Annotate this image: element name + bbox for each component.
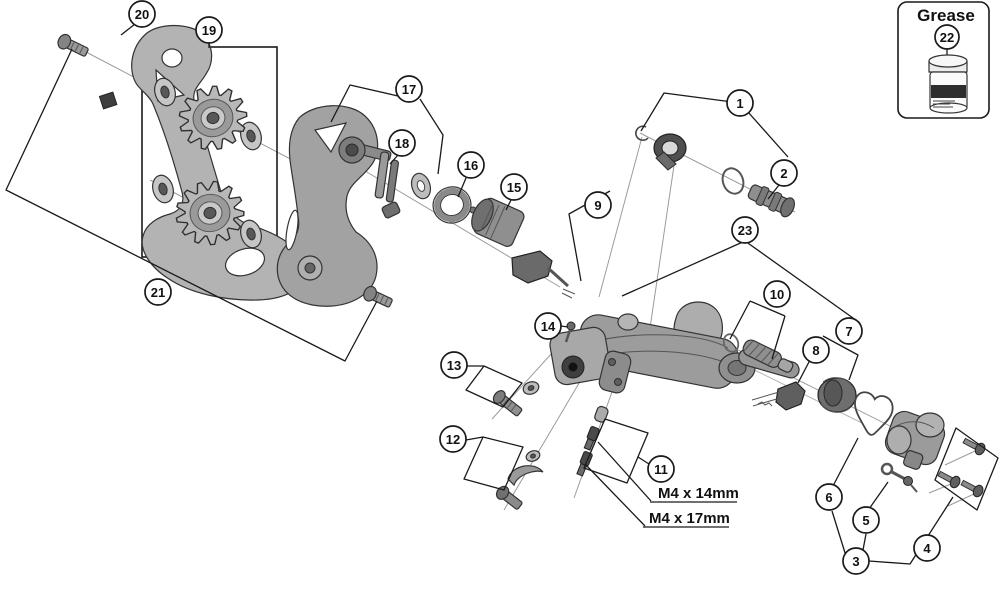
- cage-spring: [374, 151, 401, 219]
- m4x17-label: M4 x 17mm: [649, 510, 730, 527]
- outer-plate: [276, 105, 392, 307]
- cap-screws: [937, 437, 986, 498]
- grease-box: Grease: [897, 1, 990, 119]
- callout-number: 23: [738, 223, 752, 238]
- switch-lever: [511, 250, 576, 299]
- stopper-ring: [432, 186, 472, 224]
- inner-plate: [98, 24, 306, 301]
- callout-number: 21: [151, 285, 165, 300]
- callout-13: 13: [440, 351, 468, 379]
- callout-number: 5: [862, 513, 869, 528]
- callout-18: 18: [388, 129, 416, 157]
- cap-unit: [884, 410, 946, 470]
- bracket-bushing: [653, 133, 687, 171]
- o-ring-large: [721, 167, 745, 195]
- callout-12: 12: [439, 425, 467, 453]
- plate-screw-upper: [57, 33, 89, 57]
- callout-10: 10: [763, 280, 791, 308]
- grease-label: Grease: [917, 6, 975, 25]
- callout-number: 4: [923, 541, 931, 556]
- callout-19: 19: [195, 16, 223, 44]
- pulley-washers: [152, 77, 262, 249]
- callout-number: 16: [464, 158, 478, 173]
- callout-2: 2: [770, 159, 798, 187]
- callout-14: 14: [534, 312, 562, 340]
- callout-21: 21: [144, 278, 172, 306]
- callout-number: 14: [541, 319, 556, 334]
- cable-washer: [525, 450, 541, 462]
- cage-washer: [410, 172, 432, 200]
- adjust-lever: [880, 462, 918, 493]
- callout-8: 8: [802, 336, 830, 364]
- callout-number: 3: [852, 554, 859, 569]
- callout-23: 23: [731, 216, 759, 244]
- callout-22: 22: [934, 24, 960, 50]
- tension-pulley: [175, 180, 245, 246]
- cable-fixing-plate: [507, 465, 544, 487]
- mount-screw-14mm: [583, 426, 600, 451]
- callout-number: 8: [812, 343, 819, 358]
- bracket-axle-bolt: [747, 184, 795, 218]
- leader-lines: [5, 23, 999, 565]
- callout-number: 12: [446, 432, 460, 447]
- callout-number: 11: [654, 462, 668, 477]
- callout-number: 2: [780, 166, 787, 181]
- ratchet-pawl: [751, 381, 806, 411]
- callout-number: 13: [447, 358, 461, 373]
- callout-5: 5: [852, 506, 880, 534]
- callout-number: 15: [507, 180, 521, 195]
- mount-spacer: [594, 405, 609, 423]
- callout-number: 18: [395, 136, 409, 151]
- callout-number: 17: [402, 82, 416, 97]
- m4x14-label: M4 x 14mm: [658, 485, 739, 502]
- cage-cap: [471, 197, 525, 247]
- callout-6: 6: [815, 483, 843, 511]
- callout-16: 16: [457, 151, 485, 179]
- callout-9: 9: [584, 191, 612, 219]
- callout-number: 20: [135, 7, 149, 22]
- plate-screw-lower: [363, 285, 393, 308]
- pulley-bore: [206, 111, 220, 125]
- b-axle-washer: [522, 381, 540, 395]
- b-axle-bolt: [492, 390, 523, 417]
- callout-number: 1: [736, 96, 743, 111]
- callout-number: 9: [594, 198, 601, 213]
- callout-4: 4: [913, 534, 941, 562]
- callout-number: 19: [202, 23, 216, 38]
- callout-20: 20: [128, 0, 156, 28]
- guide-pulley: [178, 85, 248, 151]
- cable-fixing-bolt: [495, 485, 523, 510]
- callout-7: 7: [835, 317, 863, 345]
- callout-11: 11: [647, 455, 675, 483]
- ratchet-cap: [817, 377, 857, 413]
- callout-number: 10: [770, 287, 784, 302]
- gasket-seal: [854, 391, 894, 436]
- stopper-screw: [564, 321, 576, 343]
- tension-spring: [742, 339, 794, 373]
- callout-1: 1: [726, 89, 754, 117]
- callout-15: 15: [500, 173, 528, 201]
- callout-3: 3: [842, 547, 870, 575]
- callout-17: 17: [395, 75, 423, 103]
- callout-number: 22: [940, 30, 954, 45]
- grease-jar: [928, 54, 968, 114]
- c-clip: [635, 125, 649, 142]
- callout-number: 7: [845, 324, 852, 339]
- o-ring-small: [722, 333, 740, 353]
- pulley-bore: [203, 206, 217, 220]
- callout-number: 6: [825, 490, 832, 505]
